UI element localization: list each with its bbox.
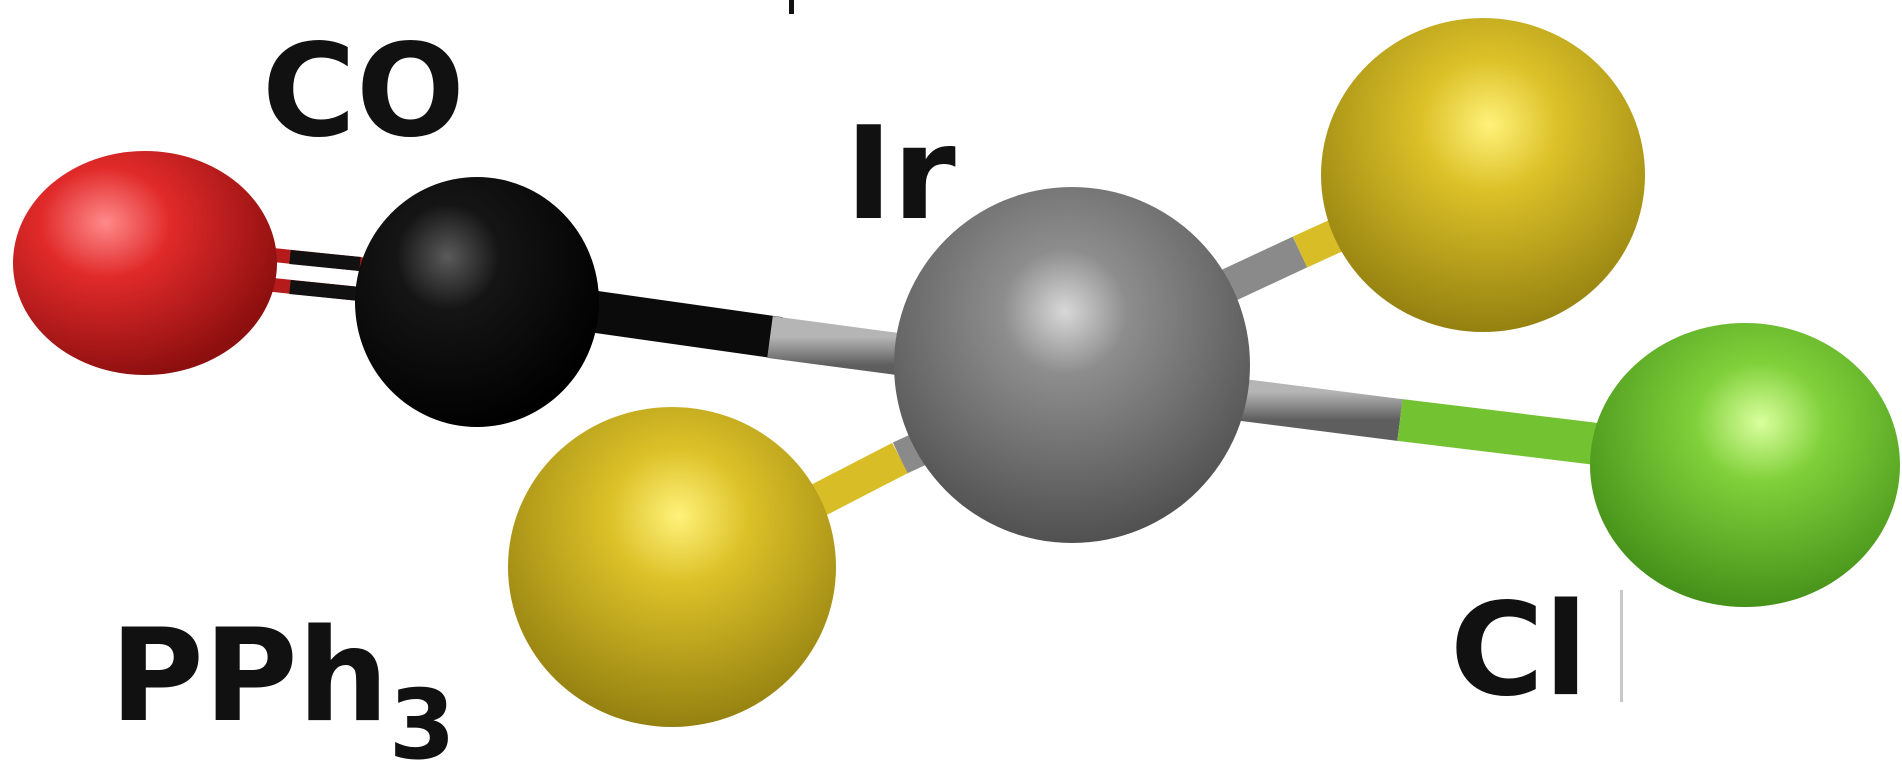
- bond-ir-cl: [1177, 371, 1633, 469]
- top-tick-mark: [789, 0, 794, 14]
- label-phosphine-subscript: 3: [389, 669, 456, 772]
- iridium-atom: [894, 187, 1250, 543]
- chlorine-atom: [1590, 323, 1900, 607]
- edge-mark: [1620, 590, 1623, 702]
- label-carbonyl: CO: [262, 17, 465, 166]
- label-phosphine: PPh3: [110, 602, 456, 772]
- label-chloride: Cl: [1450, 576, 1588, 725]
- label-iridium: Ir: [845, 100, 956, 249]
- atoms: [13, 18, 1900, 727]
- phosphorus-atom-upper: [1321, 18, 1645, 332]
- phosphorus-atom-lower: [508, 407, 836, 727]
- label-phosphine-main: PPh: [110, 602, 389, 751]
- carbon-atom: [355, 177, 599, 427]
- oxygen-atom: [13, 151, 277, 375]
